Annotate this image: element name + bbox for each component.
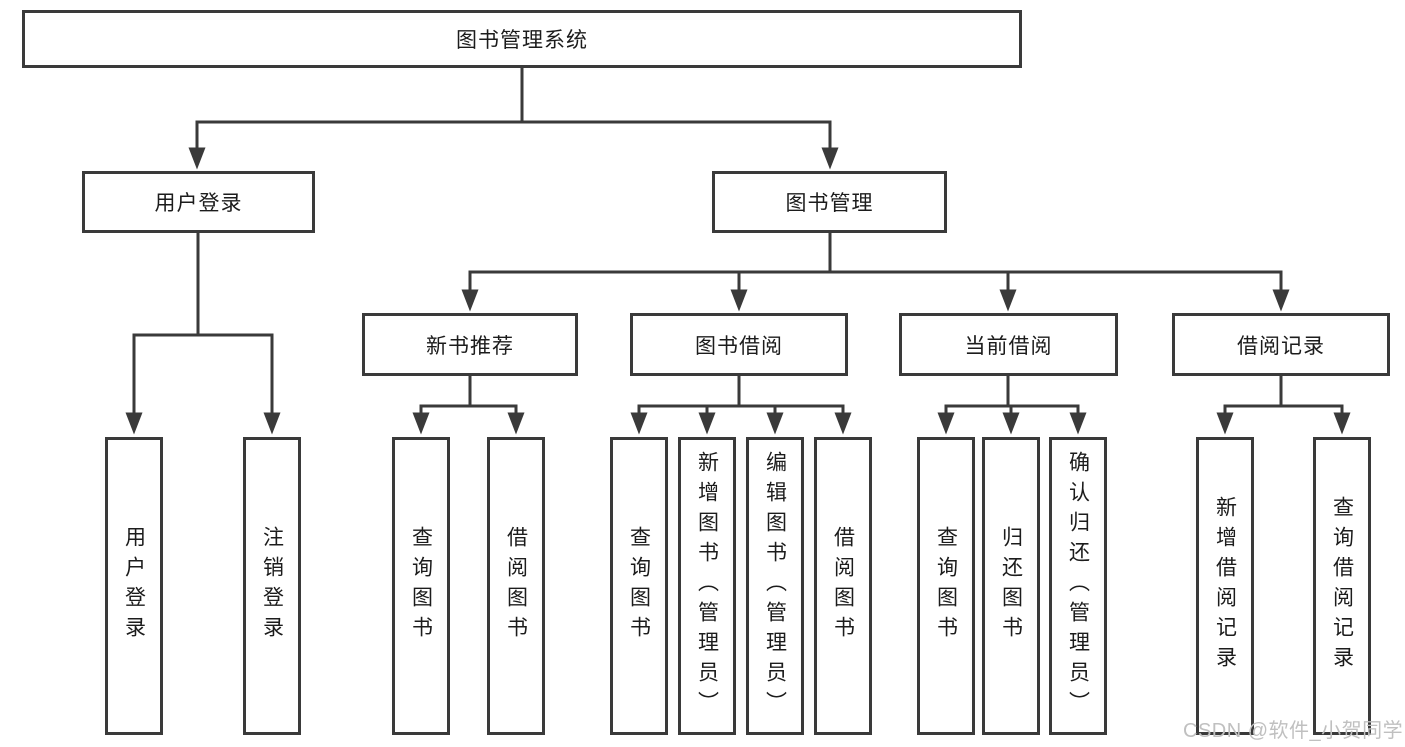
node-label: 查询图书 <box>934 526 958 646</box>
leaf-user-login: 用户登录 <box>105 437 163 735</box>
node-label: 图书管理系统 <box>456 29 588 52</box>
node-label: 用户登录 <box>122 526 146 646</box>
leaf-add-borrow-record: 新增借阅记录 <box>1196 437 1254 735</box>
node-label: 确认归还（管理员） <box>1066 451 1090 721</box>
node-book-management-branch: 图书管理 <box>712 171 947 233</box>
node-root-library-system: 图书管理系统 <box>22 10 1022 68</box>
leaf-add-book-admin: 新增图书（管理员） <box>678 437 736 735</box>
node-label: 当前借阅 <box>964 334 1053 358</box>
node-label: 借阅图书 <box>831 526 855 646</box>
node-label: 图书借阅 <box>695 334 783 358</box>
node-label: 编辑图书（管理员） <box>763 451 787 721</box>
leaf-query-books-current: 查询图书 <box>917 437 975 735</box>
node-label: 查询图书 <box>409 526 433 646</box>
node-label: 借阅图书 <box>504 526 528 646</box>
node-book-borrow: 图书借阅 <box>630 313 848 376</box>
leaf-borrow-books-recommend: 借阅图书 <box>487 437 545 735</box>
node-label: 查询图书 <box>627 526 651 646</box>
node-label: 借阅记录 <box>1237 334 1325 358</box>
node-user-login-branch: 用户登录 <box>82 171 315 233</box>
leaf-return-book: 归还图书 <box>982 437 1040 735</box>
leaf-logout: 注销登录 <box>243 437 301 735</box>
leaf-query-books-recommend: 查询图书 <box>392 437 450 735</box>
leaf-edit-book-admin: 编辑图书（管理员） <box>746 437 804 735</box>
leaf-query-borrow-record: 查询借阅记录 <box>1313 437 1371 735</box>
node-current-borrow: 当前借阅 <box>899 313 1118 376</box>
node-borrow-records: 借阅记录 <box>1172 313 1390 376</box>
node-label: 图书管理 <box>785 192 874 215</box>
node-label: 新增借阅记录 <box>1213 496 1237 676</box>
node-label: 查询借阅记录 <box>1330 496 1354 676</box>
csdn-watermark: CSDN @软件_小贺同学 <box>1183 720 1404 742</box>
leaf-query-books-borrow: 查询图书 <box>610 437 668 735</box>
leaf-borrow-books-2: 借阅图书 <box>814 437 872 735</box>
leaf-confirm-return-admin: 确认归还（管理员） <box>1049 437 1107 735</box>
node-label: 用户登录 <box>154 192 243 215</box>
node-label: 新书推荐 <box>426 334 514 358</box>
node-label: 注销登录 <box>260 526 284 646</box>
node-new-book-recommend: 新书推荐 <box>362 313 578 376</box>
node-label: 新增图书（管理员） <box>695 451 719 721</box>
node-label: 归还图书 <box>999 526 1023 646</box>
